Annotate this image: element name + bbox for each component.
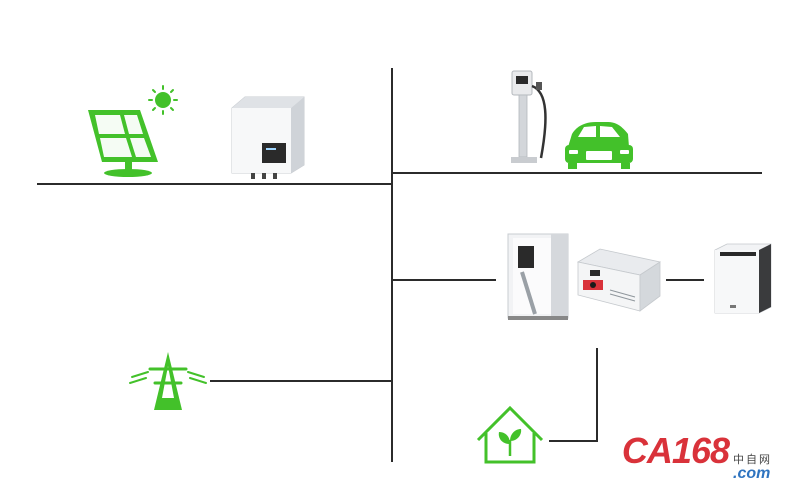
connection-lines (37, 68, 762, 462)
hybrid-inverter-device (507, 233, 569, 320)
offgrid-inverter-device (576, 248, 662, 312)
watermark-brand-number: 168 (671, 430, 730, 471)
house-icon (476, 405, 544, 464)
string-inverter-device (231, 96, 305, 179)
solar-panel-icon (88, 110, 158, 177)
battery-cabinet-device (714, 243, 772, 314)
watermark-brand-prefix: CA (621, 430, 673, 471)
home-line (549, 348, 598, 442)
electric-car-icon (565, 122, 633, 169)
ca168-watermark-logo: CA168 中自网 .com (622, 430, 772, 482)
sun-icon (148, 85, 178, 115)
watermark-domain: .com (733, 465, 771, 482)
ev-charger-icon (511, 70, 547, 163)
inverter-display (262, 143, 286, 163)
watermark-cn-text: 中自网 (733, 454, 772, 466)
power-tower-icon (129, 352, 207, 410)
